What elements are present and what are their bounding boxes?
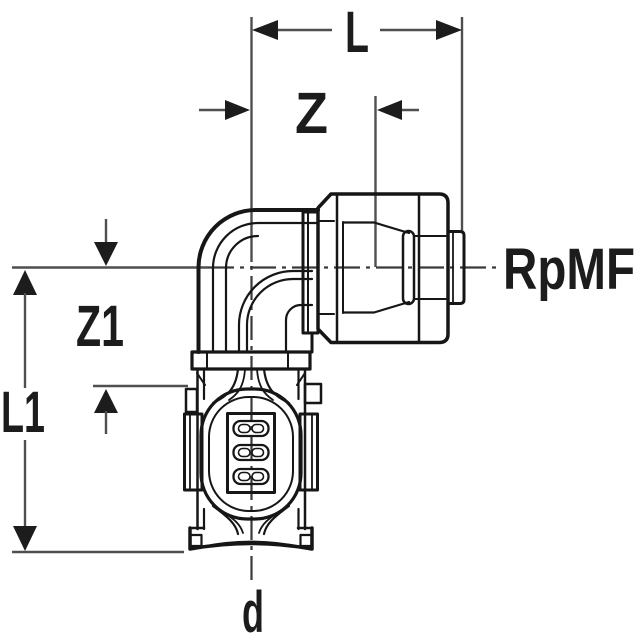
- nut-cone-top: [341, 221, 411, 235]
- press-sleeve: [183, 367, 323, 551]
- press-indicator-1: [232, 419, 270, 438]
- centerlines: [12, 266, 497, 584]
- sleeve-oval-inner: [208, 396, 294, 512]
- arrow-right-icon: [225, 100, 250, 120]
- arrow-left-icon: [377, 100, 402, 120]
- indicator-hole: [237, 471, 251, 482]
- dim-z1-label: Z1: [76, 294, 124, 359]
- extension-lines: [12, 17, 464, 554]
- bottom-foot-left: [189, 533, 203, 548]
- diameter-label: d: [242, 580, 264, 640]
- arrow-down-icon: [94, 242, 118, 266]
- neck-curve-left: [211, 367, 240, 405]
- dimension-L1: L1: [1, 270, 45, 551]
- neck-curve-right: [262, 367, 291, 405]
- latch-tab-left: [184, 387, 199, 414]
- latch-tab-right: [303, 382, 323, 405]
- nut-flange: [301, 210, 320, 335]
- nut-body: [316, 192, 450, 345]
- union-nut: [301, 192, 466, 345]
- pipe-diameter-label: d: [242, 580, 264, 640]
- arrow-up-icon: [13, 270, 37, 295]
- elbow-body: [190, 208, 320, 371]
- elbow-heel-arc-1: [245, 277, 314, 354]
- elbow-inner-arc-2: [224, 234, 260, 352]
- nut-cone-bottom: [341, 300, 411, 314]
- lower-neck-left: [211, 504, 240, 536]
- indicator-outer: [232, 443, 270, 462]
- dim-l1-label: L1: [1, 380, 45, 445]
- jaw-cut-left: [196, 372, 206, 386]
- indicator-outer: [232, 467, 270, 486]
- dim-z-label: Z: [295, 81, 328, 146]
- thread-stub: [446, 230, 466, 305]
- clamp-lug-right: [298, 412, 319, 492]
- indicator-hole: [251, 447, 265, 458]
- arrow-right-icon: [436, 20, 462, 40]
- sleeve-oval-outer: [199, 387, 303, 521]
- dimension-Z1: Z1: [76, 219, 124, 434]
- clamp-lug-left: [183, 412, 204, 492]
- indicator-outer: [232, 419, 270, 438]
- seal-ring: [401, 229, 416, 306]
- sleeve-bottom-band: [188, 526, 314, 551]
- indicator-hole: [237, 423, 251, 434]
- dimension-Z: Z: [199, 81, 419, 146]
- elbow-heel-arc-2: [237, 269, 314, 354]
- lower-neck-inner-right: [258, 510, 281, 534]
- thread-type-label: RpMF: [503, 237, 635, 302]
- bottom-band-inner-curve: [199, 540, 303, 548]
- arrow-up-icon: [94, 389, 118, 413]
- jaw-cut-right: [296, 372, 306, 386]
- indicator-hole: [251, 471, 265, 482]
- bottom-foot-right: [299, 533, 313, 548]
- dim-l-label: L: [345, 0, 369, 65]
- elbow-outlet-collar: [190, 350, 312, 371]
- elbow-inner-step: [284, 303, 314, 354]
- indicator-hole: [237, 447, 251, 458]
- arrow-left-icon: [252, 20, 278, 40]
- press-indicator-2: [232, 443, 270, 462]
- indicator-window: [226, 412, 276, 494]
- lower-neck-inner-left: [221, 510, 244, 534]
- indicator-hole: [251, 423, 265, 434]
- lower-neck-right: [262, 504, 291, 536]
- elbow-inner-arc-1: [211, 221, 320, 352]
- dimension-L: L: [252, 0, 462, 65]
- press-indicator-3: [232, 467, 270, 486]
- elbow-outer-contour: [196, 208, 320, 354]
- thread-label: RpMF: [503, 237, 635, 302]
- arrow-down-icon: [13, 526, 37, 551]
